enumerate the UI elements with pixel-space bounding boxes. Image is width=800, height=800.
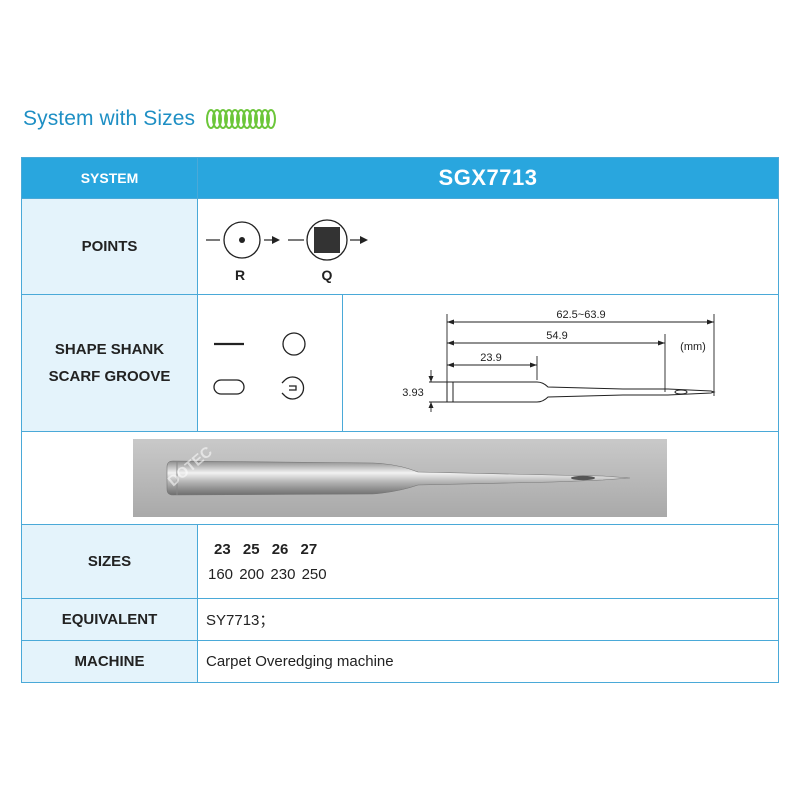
- equivalent-label: EQUIVALENT: [21, 598, 198, 641]
- point-r-label: R: [235, 267, 245, 283]
- photo-row: DOTEC: [21, 431, 779, 525]
- spec-table: SYSTEM SGX7713 POINTS: [21, 157, 779, 683]
- system-value: SGX7713: [197, 157, 779, 199]
- shank-length-label: 23.9: [480, 352, 501, 364]
- total-length-label: 62.5~63.9: [556, 309, 605, 321]
- shape-label-line1: SHAPE SHANK: [54, 341, 165, 358]
- points-diagram: R Q: [206, 218, 368, 283]
- unit-label: (mm): [680, 341, 706, 353]
- page-title: System with Sizes: [23, 107, 196, 130]
- machine-row: MACHINE Carpet Overedging machine: [21, 640, 779, 683]
- round-shank-icon: [282, 332, 306, 356]
- sizes-cell: 23 25 26 27 160 200 230 250: [197, 524, 779, 599]
- shape-label-line2: SCARF GROOVE: [48, 368, 171, 385]
- sizes-label: SIZES: [21, 524, 198, 599]
- section-heading: System with Sizes: [23, 104, 277, 134]
- shape-row: SHAPE SHANK SCARF GROOVE: [21, 294, 779, 432]
- mid-length-label: 54.9: [546, 330, 567, 342]
- green-spring-icon: [206, 109, 277, 129]
- needle-photo-cell: DOTEC: [21, 431, 779, 525]
- shape-label: SHAPE SHANK SCARF GROOVE: [21, 294, 198, 432]
- needle-outline: [446, 381, 716, 402]
- sizes-row: SIZES 23 25 26 27 160 200 230 250: [21, 524, 779, 599]
- points-cell: R Q: [197, 198, 779, 295]
- point-r-icon: [206, 220, 280, 259]
- equivalent-value: SY7713；: [197, 598, 779, 641]
- sizes-nm: 23 25 26 27: [214, 540, 318, 558]
- sizes-metric: 160 200 230 250: [208, 565, 327, 583]
- point-q-label: Q: [322, 267, 333, 283]
- dimension-diagram-cell: 62.5~63.9 54.9 23.9 3.93 (mm): [342, 294, 779, 432]
- shape-icons-cell: [197, 294, 343, 432]
- points-row: POINTS R Q: [21, 198, 779, 295]
- long-groove-icon: [213, 379, 245, 395]
- machine-label: MACHINE: [21, 640, 198, 683]
- points-label: POINTS: [21, 198, 198, 295]
- system-label: SYSTEM: [21, 157, 198, 199]
- dimension-diagram: 62.5~63.9 54.9 23.9 3.93 (mm): [402, 309, 716, 412]
- shape-icons: [213, 332, 306, 400]
- point-q-icon: [288, 218, 368, 261]
- needle-photo: DOTEC: [133, 439, 667, 517]
- shank-diameter-label: 3.93: [402, 387, 423, 399]
- scarf-icon: [281, 376, 305, 400]
- machine-value: Carpet Overedging machine: [197, 640, 779, 683]
- system-row: SYSTEM SGX7713: [21, 157, 779, 199]
- equivalent-row: EQUIVALENT SY7713；: [21, 598, 779, 641]
